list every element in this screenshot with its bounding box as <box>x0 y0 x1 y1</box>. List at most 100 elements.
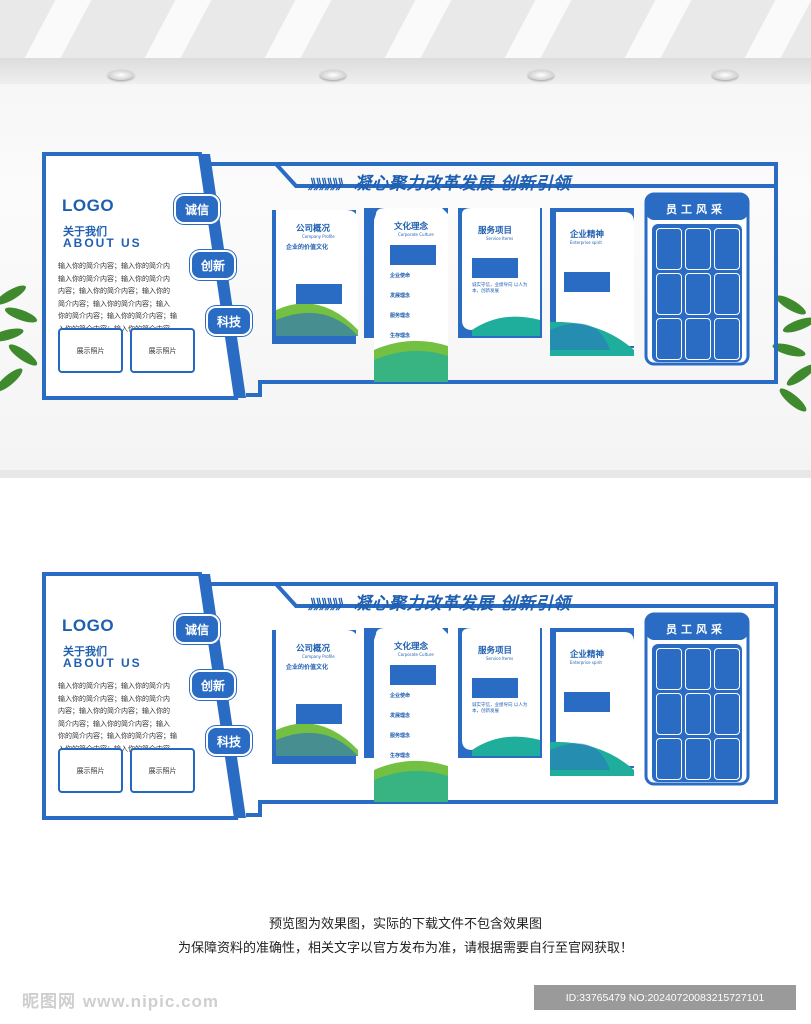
intro-line: 输入你的简介内容；输入你的简介内 <box>58 262 170 270</box>
logo-placeholder: LOGO <box>62 616 115 635</box>
panel-service-note: 诚实守信，业绩导向 以人为本，创新发展 <box>472 283 528 294</box>
ceiling-lamp-icon <box>108 70 134 80</box>
panel-service-sub: Service Items <box>486 236 514 241</box>
ceiling-strip <box>0 58 811 84</box>
staff-photo-slot <box>714 228 740 270</box>
intro-line: 内容；输入你的简介内容；输入你的 <box>58 287 170 296</box>
footer: 昵图网 www.nipic.com ID:33765479 NO:2024072… <box>0 980 811 1024</box>
slogan-text: 凝心聚力改革发展 创新引领 <box>347 174 571 194</box>
panel-spirit-sub: Enterprise spirit <box>570 240 602 245</box>
about-title-en: ABOUT US <box>63 236 142 250</box>
panel-company-title: 公司概况 <box>296 224 331 234</box>
panel-culture-title: 文化理念 <box>394 642 429 652</box>
preview-caption: 预览图为效果图，实际的下载文件不包含效果图 为保障资料的准确性，相关文字以官方发… <box>0 913 811 961</box>
slogan-title: 》》》》》》 凝心聚力改革发展 创新引领 <box>308 589 570 614</box>
intro-line: 你的简介内容；输入你的简介内容；输 <box>58 312 177 321</box>
staff-photo-slot <box>714 318 740 360</box>
panel-service-note: 诚实守信，业绩导向 以人为本，创新发展 <box>472 703 528 714</box>
staff-photo-slot <box>714 273 740 315</box>
photo-placeholder: 展示照片 <box>130 328 195 373</box>
about-title-cn: 关于我们 <box>63 645 107 658</box>
staff-photo-slot <box>656 648 682 690</box>
slogan-arrows-icon: 》》》》》》 <box>308 598 349 613</box>
watermark-cn: 昵图网 <box>22 992 76 1011</box>
value-pill: 创新 <box>192 672 234 698</box>
staff-photo-slot <box>714 738 740 780</box>
panel-spirit-sub: Enterprise spirit <box>570 660 602 665</box>
intro-line: 输入你的简介内容；输入你的简介内 <box>58 682 170 690</box>
panel-culture-sub: Corporate Culture <box>398 652 434 657</box>
caption-line-2: 为保障资料的准确性，相关文字以官方发布为准，请根据需要自行至官网获取！ <box>177 941 633 956</box>
intro-line: 输入你的简介内容；输入你的简介内 <box>58 274 170 283</box>
culture-item: 企业使命 <box>390 693 411 699</box>
intro-text: 输入你的简介内容；输入你的简介内输入你的简介内容；输入你的简介内内容；输入你的简… <box>58 680 208 756</box>
culture-item: 发展理念 <box>390 713 411 719</box>
culture-item: 服务理念 <box>390 313 411 319</box>
staff-photo-slot <box>685 273 711 315</box>
caption-line-1: 预览图为效果图，实际的下载文件不包含效果图 <box>268 917 542 932</box>
ceiling-lamp-icon <box>712 70 738 80</box>
ceiling-lamp-icon <box>528 70 554 80</box>
about-title-en: ABOUT US <box>63 656 142 670</box>
staff-photo-slot <box>714 648 740 690</box>
intro-line: 输入你的简介内容；输入你的简介内 <box>58 694 170 703</box>
value-pill: 诚信 <box>176 196 218 222</box>
panel-culture-title: 文化理念 <box>394 222 429 232</box>
value-pill: 诚信 <box>176 616 218 642</box>
staff-photo-slot <box>656 228 682 270</box>
floor <box>0 470 811 478</box>
watermark: 昵图网 www.nipic.com <box>22 987 219 1012</box>
value-pill: 创新 <box>192 252 234 278</box>
staff-photo-slot <box>685 693 711 735</box>
photo-placeholder: 展示照片 <box>130 748 195 793</box>
panel-spirit-title: 企业精神 <box>570 650 605 660</box>
photo-placeholder: 展示照片 <box>58 748 123 793</box>
intro-text: 输入你的简介内容；输入你的简介内输入你的简介内容；输入你的简介内内容；输入你的简… <box>58 260 208 336</box>
panel-service-title: 服务项目 <box>478 646 513 656</box>
logo-placeholder: LOGO <box>62 196 115 215</box>
culture-item: 生存理念 <box>390 333 411 339</box>
culture-item: 发展理念 <box>390 293 411 299</box>
panel-culture-sub: Corporate Culture <box>398 232 434 237</box>
panel-company-sub: Company Profile <box>302 234 335 239</box>
staff-panel-title: 员工风采 <box>666 623 726 636</box>
intro-line: 简介内容；输入你的简介内容；输入 <box>58 299 170 308</box>
intro-line: 内容；输入你的简介内容；输入你的 <box>58 707 170 716</box>
panel-company-sub: Company Profile <box>302 654 335 659</box>
image-id-badge: ID:33765479 NO:20240720083215727101 <box>534 985 796 1010</box>
staff-photo-slot <box>656 273 682 315</box>
ceiling <box>0 0 811 58</box>
staff-panel-title: 员工风采 <box>666 203 726 216</box>
culture-item: 企业使命 <box>390 273 411 279</box>
panel-company-note: 企业的价值文化 <box>286 244 329 251</box>
panel-service-title: 服务项目 <box>478 226 513 236</box>
culture-item: 服务理念 <box>390 733 411 739</box>
photo-placeholder: 展示照片 <box>58 328 123 373</box>
staff-photo-slot <box>685 228 711 270</box>
panel-company-title: 公司概况 <box>296 644 331 654</box>
staff-photo-slot <box>656 693 682 735</box>
about-title-cn: 关于我们 <box>63 225 107 238</box>
slogan-text: 凝心聚力改革发展 创新引领 <box>347 594 571 614</box>
staff-photo-slot <box>656 318 682 360</box>
intro-line: 你的简介内容；输入你的简介内容；输 <box>58 732 177 741</box>
staff-photo-slot <box>685 738 711 780</box>
ceiling-lamp-icon <box>320 70 346 80</box>
value-pill: 科技 <box>208 308 250 334</box>
panel-company-note: 企业的价值文化 <box>286 664 329 671</box>
staff-photo-slot <box>685 318 711 360</box>
panel-service-sub: Service Items <box>486 656 514 661</box>
value-pill: 科技 <box>208 728 250 754</box>
watermark-url: www.nipic.com <box>82 992 220 1011</box>
slogan-title: 》》》》》》 凝心聚力改革发展 创新引领 <box>308 169 570 194</box>
culture-item: 生存理念 <box>390 753 411 759</box>
slogan-arrows-icon: 》》》》》》 <box>308 178 349 193</box>
panel-spirit-title: 企业精神 <box>570 230 605 240</box>
staff-photo-slot <box>656 738 682 780</box>
staff-photo-slot <box>714 693 740 735</box>
intro-line: 简介内容；输入你的简介内容；输入 <box>58 719 170 728</box>
staff-photo-slot <box>685 648 711 690</box>
